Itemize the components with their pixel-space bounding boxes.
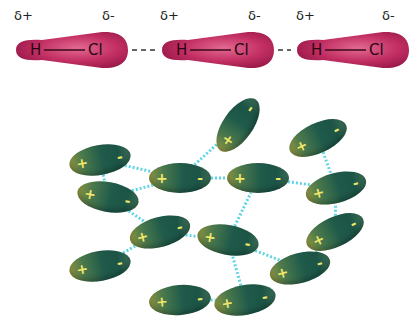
dipole-attraction — [288, 182, 311, 185]
negative-sign: - — [114, 141, 125, 172]
atom-symbol: H — [311, 30, 322, 70]
hcl-molecule: H Cl — [12, 30, 130, 70]
dipole-molecule: +- — [149, 163, 211, 193]
negative-sign: - — [275, 163, 281, 193]
positive-sign: + — [155, 286, 169, 317]
positive-sign: + — [219, 287, 236, 319]
atom-symbol: H — [30, 30, 41, 70]
dipole-attraction — [323, 152, 331, 174]
negative-sign: - — [122, 185, 133, 216]
dipole-attraction — [235, 193, 251, 226]
hcl-molecule: H Cl — [158, 30, 276, 70]
negative-sign: - — [349, 168, 362, 198]
negative-sign: - — [114, 247, 125, 278]
partial-charge: δ- — [382, 8, 395, 24]
covalent-bond — [325, 49, 366, 51]
positive-sign: + — [133, 221, 152, 253]
dipole-molecule: +- — [75, 177, 141, 217]
dipole-attraction — [132, 185, 153, 191]
dipole-attraction — [125, 166, 152, 172]
partial-charge: δ+ — [160, 8, 179, 24]
covalent-bond — [190, 49, 231, 51]
dipole-molecule: +- — [208, 91, 268, 159]
dipole-molecule: +- — [195, 220, 261, 260]
dipole-attraction — [123, 246, 135, 253]
partial-charge: δ+ — [296, 8, 315, 24]
negative-sign: - — [236, 98, 264, 120]
positive-sign: + — [309, 177, 328, 209]
partial-charge: δ- — [248, 8, 261, 24]
dipole-attraction — [255, 251, 280, 261]
dipole-molecule: +- — [67, 246, 133, 286]
negative-sign: - — [344, 209, 362, 239]
hcl-molecule: H Cl — [293, 30, 411, 70]
positive-sign: + — [212, 126, 243, 153]
positive-sign: + — [74, 253, 91, 285]
partial-charge: δ+ — [14, 8, 33, 24]
positive-sign: + — [234, 163, 246, 193]
dipole-attraction — [195, 144, 217, 164]
dipole-molecule: +- — [67, 140, 133, 180]
negative-sign: - — [197, 163, 203, 193]
atom-symbol: Cl — [369, 30, 384, 70]
atom-symbol: H — [176, 30, 187, 70]
dipole-molecule: +- — [266, 245, 334, 290]
dipole-attraction — [211, 177, 227, 180]
dipole-molecule: +- — [126, 209, 194, 254]
dipole-molecule: +- — [302, 165, 370, 210]
dipole-attraction — [129, 211, 145, 222]
negative-sign: - — [313, 248, 326, 278]
dipole-molecule: +- — [284, 111, 353, 164]
dipole-attraction — [232, 256, 240, 286]
positive-sign: + — [82, 178, 99, 210]
dipole-attraction — [186, 235, 198, 236]
positive-sign: + — [74, 147, 91, 179]
molecule-shape — [293, 30, 411, 70]
dipole-molecule: +- — [148, 282, 212, 317]
dipole-attraction — [132, 49, 156, 51]
covalent-bond — [44, 49, 85, 51]
positive-sign: + — [273, 257, 292, 289]
dipole-attraction — [278, 49, 291, 51]
negative-sign: - — [259, 281, 270, 312]
molecule-shape — [12, 30, 130, 70]
molecule-shape — [158, 30, 276, 70]
negative-sign: - — [173, 212, 186, 242]
negative-sign: - — [196, 283, 204, 313]
atom-symbol: Cl — [234, 30, 249, 70]
dipole-molecule: +- — [212, 280, 278, 320]
partial-charge: δ- — [102, 8, 115, 24]
positive-sign: + — [290, 130, 313, 162]
negative-sign: - — [327, 115, 345, 145]
dipole-molecule: +- — [227, 163, 289, 193]
negative-sign: - — [242, 228, 253, 259]
positive-sign: + — [156, 163, 168, 193]
atom-symbol: Cl — [88, 30, 103, 70]
positive-sign: + — [202, 221, 219, 253]
